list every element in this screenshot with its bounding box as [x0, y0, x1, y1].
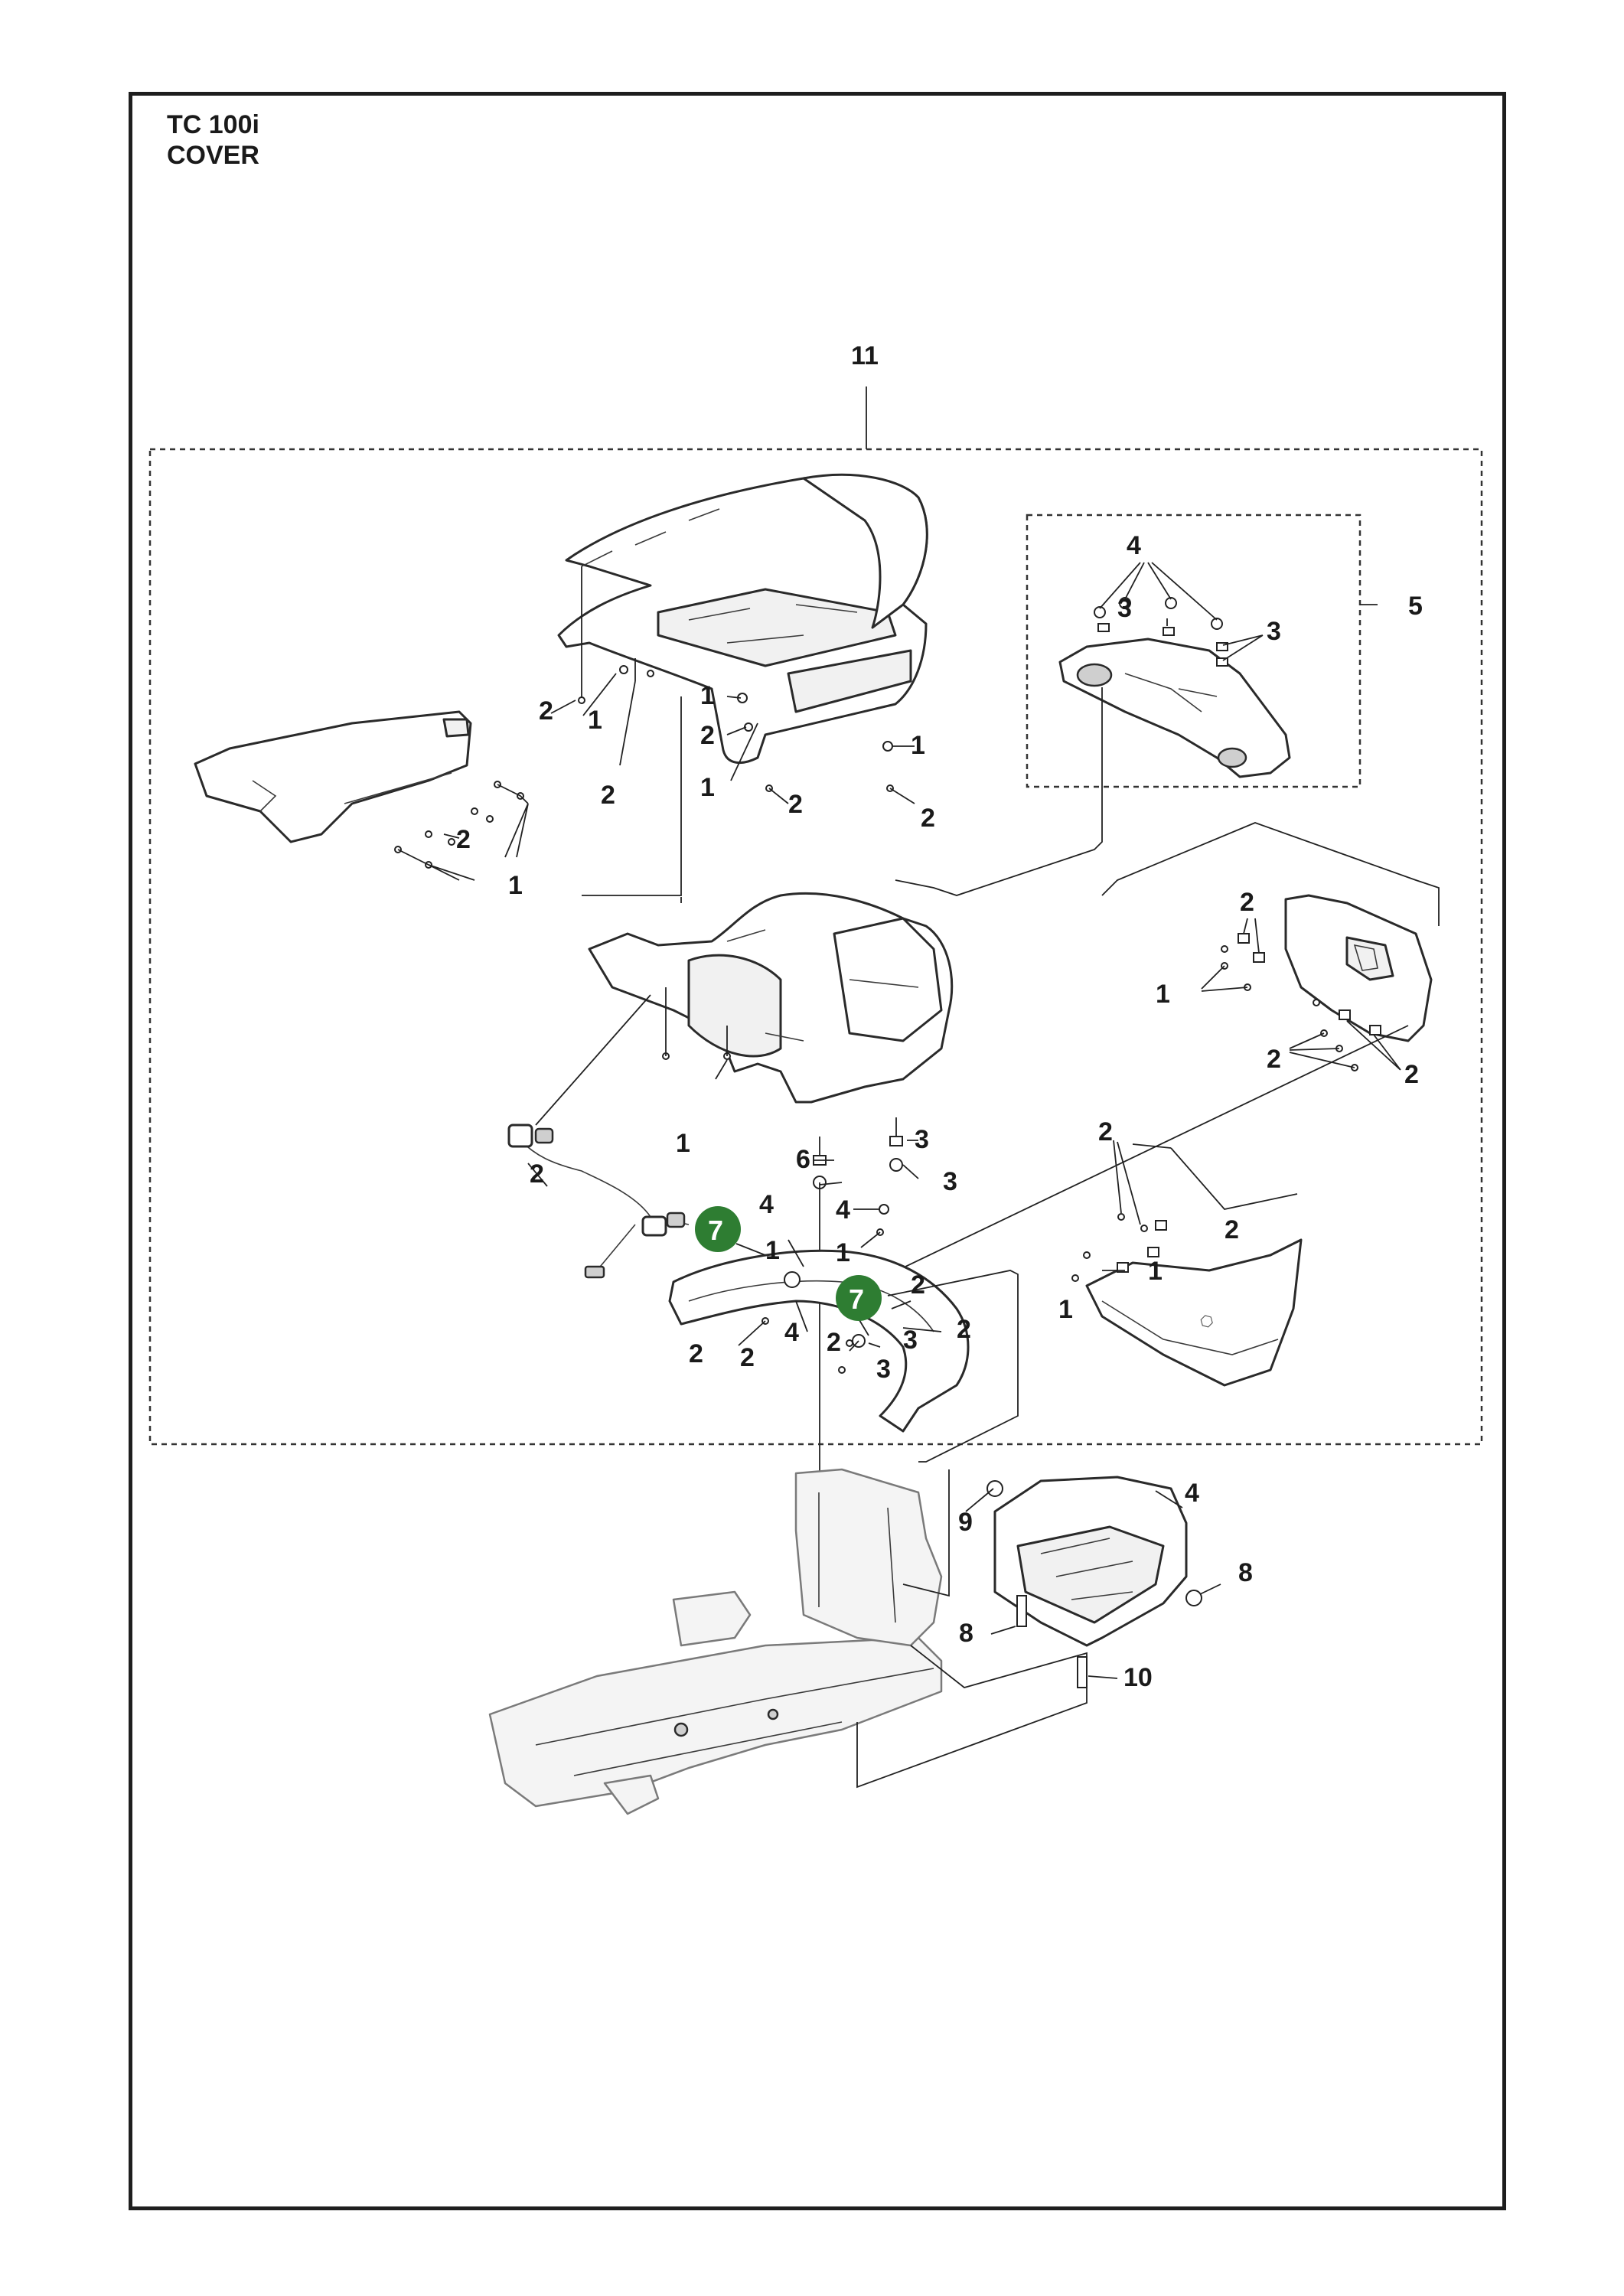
- callout-2: 2: [700, 721, 715, 750]
- callout-10: 10: [1123, 1663, 1153, 1692]
- callout-10: 8: [959, 1619, 973, 1648]
- callout-3: 3: [1267, 617, 1281, 646]
- callout-1: 2: [456, 825, 471, 854]
- callout-2: 2: [601, 781, 615, 810]
- brand-text-mark: ⬡: [1198, 1312, 1216, 1332]
- model-title: TC 100i: [167, 110, 259, 139]
- callout-1: 1: [700, 681, 715, 710]
- callout-1: 1: [1058, 1295, 1073, 1324]
- callout-2: 2: [827, 1328, 841, 1357]
- callout-3: 6: [796, 1145, 810, 1174]
- callout-2: 1: [765, 1236, 780, 1265]
- page-border: [129, 92, 1506, 2210]
- front-apron-cover: [668, 1249, 970, 1433]
- right-rear-side-panel: [1284, 894, 1433, 1042]
- callout-2: 1: [676, 1129, 690, 1158]
- callout-4: 3: [943, 1167, 957, 1196]
- callout-3: 3: [1117, 594, 1132, 623]
- callout-2: 1: [508, 871, 523, 900]
- chassis-frame: [488, 1468, 943, 1815]
- callout-8: 8: [1238, 1558, 1253, 1587]
- callout-4: 2: [740, 1343, 755, 1372]
- top-hood-cover: [557, 473, 928, 765]
- rear-fender-module: [1058, 638, 1291, 778]
- callout-2: 2: [539, 696, 553, 726]
- highlight-badge-7: [836, 1275, 882, 1321]
- callout-2: 1: [836, 1238, 850, 1267]
- callout-2: 2: [689, 1339, 703, 1368]
- callout-1: 4: [836, 1195, 850, 1225]
- callout-2: 2: [957, 1315, 971, 1344]
- callout-1: 1: [1148, 1257, 1163, 1286]
- wire-harness: [507, 1124, 690, 1279]
- callout-1: 1: [911, 731, 925, 760]
- callout-1: 2: [1240, 888, 1254, 917]
- callout-1: 1: [588, 706, 602, 735]
- callout-4: 4: [759, 1190, 774, 1219]
- callout-2: 2: [911, 1270, 925, 1300]
- front-cover: [993, 1476, 1188, 1647]
- callout-8: 9: [958, 1508, 973, 1537]
- callout-2: 2: [1267, 1045, 1281, 1074]
- main-body-cover: [588, 892, 954, 1104]
- highlight-label-7: 7: [849, 1283, 864, 1315]
- callout-1: 1: [700, 773, 715, 802]
- callout-3: 4: [784, 1318, 799, 1347]
- right-front-side-panel: ⬡: [1085, 1238, 1303, 1387]
- callout-1: 2: [1225, 1215, 1239, 1244]
- assembly-group-box-5: [1026, 514, 1361, 788]
- callout-labels: 11 5 4 3 3 2 1 2 1 2 1 2 1 2 2 1 2 1 2 2…: [456, 341, 1423, 1692]
- callout-5: 5: [1408, 592, 1423, 621]
- section-title: COVER: [167, 141, 259, 170]
- callout-1: 2: [1404, 1060, 1419, 1089]
- highlight-label-7: 7: [708, 1215, 723, 1246]
- left-side-panel: [194, 710, 472, 843]
- highlight-badge-7: [695, 1206, 741, 1252]
- callout-11: 11: [851, 341, 879, 370]
- callout-6: 2: [530, 1159, 544, 1189]
- callout-2: 1: [1156, 980, 1170, 1009]
- highlighted-callouts: 7 7: [695, 1206, 882, 1336]
- callout-3: 3: [915, 1125, 929, 1154]
- callout-2: 2: [788, 790, 803, 819]
- callout-4: 3: [876, 1355, 891, 1384]
- callout-3: 3: [903, 1326, 918, 1355]
- callout-4: 4: [1127, 531, 1141, 560]
- callout-9: 4: [1185, 1479, 1199, 1508]
- callout-2: 2: [921, 804, 935, 833]
- callout-2: 2: [1098, 1117, 1113, 1146]
